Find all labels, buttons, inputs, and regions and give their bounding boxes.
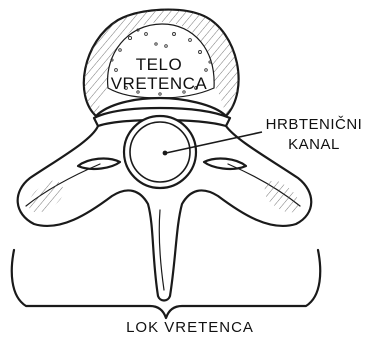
spinal-canal — [130, 122, 190, 182]
vertebral-body-label-line2: VRETENCA — [104, 74, 214, 93]
transverse-right-hatch — [265, 181, 299, 213]
spinal-canal-label: HRBTENIČNI KANAL — [264, 115, 364, 155]
spinous-shading — [159, 210, 164, 290]
pointer-dot — [163, 151, 168, 156]
spinal-canal-label-line1: HRBTENIČNI — [264, 115, 364, 135]
facet-right — [204, 159, 246, 169]
vertebral-arch-label: LOK VRETENCA — [80, 318, 300, 338]
vertebral-body-label-line1: TELO — [104, 55, 214, 74]
brace-bracket-icon — [12, 250, 320, 318]
vertebral-body-label: TELO VRETENCA — [104, 55, 214, 93]
spinal-canal-label-line2: KANAL — [264, 135, 364, 155]
transverse-left-hatch — [29, 181, 63, 213]
facet-left — [78, 159, 120, 169]
